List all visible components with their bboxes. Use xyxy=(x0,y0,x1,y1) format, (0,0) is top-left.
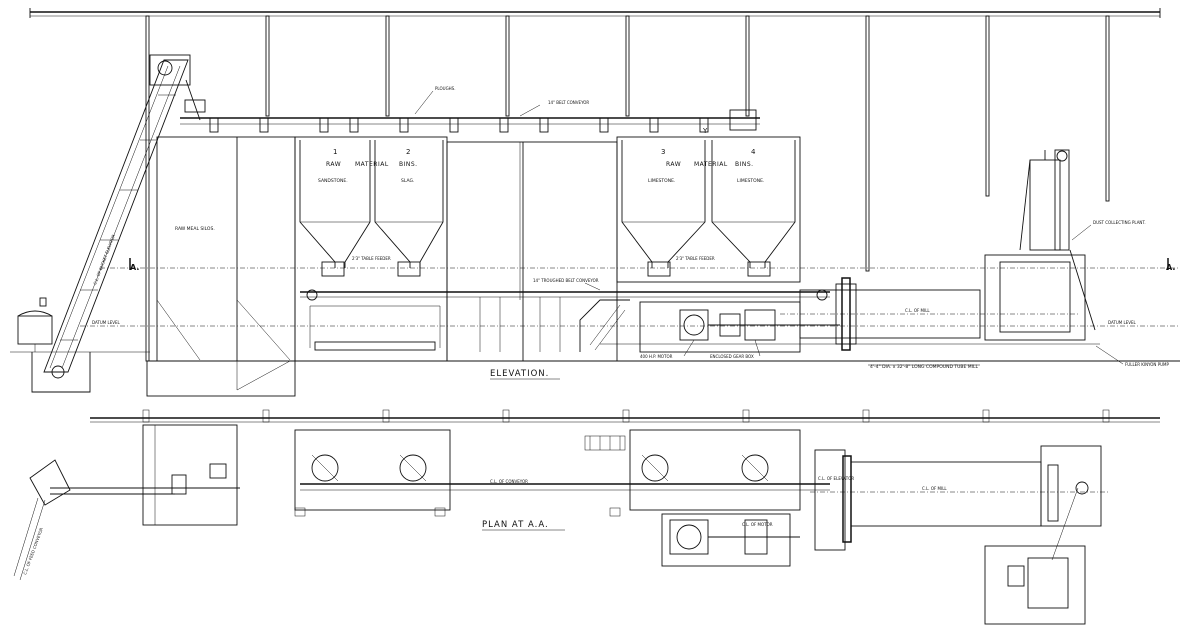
section-mark-right: A. xyxy=(1166,263,1175,272)
plan-drive: C.L. OF MOTOR xyxy=(661,513,800,567)
raw-material-bins-1-2: 1 2 RAW MATERIAL BINS. SANDSTONE. SLAG. … xyxy=(294,136,448,362)
boot-pit xyxy=(10,297,150,393)
elevation-view: C.L. OF BUCKET ELEVATOR RAW MEAL SILOS. xyxy=(10,8,1180,397)
plan-elevator-label: C.L. OF ELEVATOR xyxy=(818,476,854,481)
bin-number-4: 4 xyxy=(751,148,756,156)
plan-feed-label: C.L. OF FEED CONVEYOR xyxy=(22,527,44,576)
plan-title: PLAN AT A.A. xyxy=(482,520,549,530)
plan-dust-plant xyxy=(984,481,1089,625)
plough-label: PLOUGHS. xyxy=(435,86,456,91)
compound-tube-mill: C.L. OF MILL 4'-4" DIA. x 32'-8" LONG CO… xyxy=(780,277,1080,370)
middle-bay xyxy=(446,141,618,362)
plan-columns xyxy=(142,409,1110,423)
plan-bins-conveyor: C.L. OF CONVEYOR xyxy=(294,429,830,517)
bins-title-right-2: MATERIAL xyxy=(694,161,728,168)
datum-label-right: DATUM LEVEL xyxy=(1108,320,1137,325)
bin-material-2: SLAG. xyxy=(401,178,414,184)
mill-drive: 400 H.P. MOTOR ENCLOSED GEAR BOX xyxy=(639,301,840,359)
raw-meal-silos: RAW MEAL SILOS. xyxy=(146,136,296,397)
bin-number-2: 2 xyxy=(406,148,410,156)
section-marks-elevation: A. A. xyxy=(100,258,1180,272)
section-mark-left: A. xyxy=(130,263,139,272)
gear-box-label: ENCLOSED GEAR BOX xyxy=(710,354,754,359)
y-mark: Y xyxy=(702,127,708,135)
plan-motor-cl-label: C.L. OF MOTOR xyxy=(742,522,773,527)
bins-title-left-2: MATERIAL xyxy=(355,161,389,168)
bins-title-left-3: BINS. xyxy=(399,161,418,168)
top-belt-conveyor: Y 14" BELT CONVEYOR PLOUGHS. xyxy=(180,86,760,135)
raw-meal-silos-label: RAW MEAL SILOS. xyxy=(175,226,215,232)
bin-material-3: LIMESTONE. xyxy=(648,178,675,184)
dust-plant-label: DUST COLLECTING PLANT. xyxy=(1093,220,1146,225)
roof-line xyxy=(29,8,1161,18)
bins-title-right-3: BINS. xyxy=(735,161,754,168)
raw-material-bins-3-4: 3 4 RAW MATERIAL BINS. LIMESTONE. LIMEST… xyxy=(616,136,801,283)
bin-material-1: SANDSTONE. xyxy=(318,178,348,184)
datum-label-left: DATUM LEVEL xyxy=(92,320,121,325)
cl-mill-label: C.L. OF MILL xyxy=(905,308,930,313)
plan-mill-label: C.L. OF MILL xyxy=(922,486,947,491)
bins-title-left-1: RAW xyxy=(326,161,341,168)
plan-view: C.L. OF FEED CONVEYOR C.L. OF CONVEYOR xyxy=(13,409,1160,625)
building-columns xyxy=(145,15,1110,362)
troughed-conveyor-label: 14" TROUGHED BELT CONVEYOR xyxy=(533,278,599,283)
bin-material-4: LIMESTONE. xyxy=(737,178,764,184)
belt-conveyor-label: 14" BELT CONVEYOR xyxy=(548,100,589,105)
dust-collecting-plant: DUST COLLECTING PLANT. FULLER KINYON PUM… xyxy=(984,149,1169,367)
bin-number-1: 1 xyxy=(333,148,337,156)
mill-label: 4'-4" DIA. x 32'-8" LONG COMPOUND TUBE M… xyxy=(870,364,978,370)
plan-conveyor-label: C.L. OF CONVEYOR xyxy=(490,479,528,484)
bin-number-3: 3 xyxy=(661,148,665,156)
datum-line: DATUM LEVEL DATUM LEVEL xyxy=(80,320,1180,362)
troughed-belt-conveyor: 14" TROUGHED BELT CONVEYOR xyxy=(300,278,830,352)
fuller-pump-label: FULLER KINYON PUMP xyxy=(1125,362,1169,367)
motor-label: 400 H.P. MOTOR xyxy=(640,354,673,359)
table-feeder-label-right: 2'3" TABLE FEEDER xyxy=(676,256,715,261)
table-feeder-label-left: 2'3" TABLE FEEDER xyxy=(352,256,391,261)
plan-silos xyxy=(50,424,240,526)
bucket-elevator: C.L. OF BUCKET ELEVATOR xyxy=(43,54,206,379)
plan-mill: C.L. OF MILL C.L. OF ELEVATOR xyxy=(810,445,1110,551)
bins-title-right-1: RAW xyxy=(666,161,681,168)
elevation-title: ELEVATION. xyxy=(490,369,549,379)
plan-elevator: C.L. OF FEED CONVEYOR xyxy=(13,459,71,581)
